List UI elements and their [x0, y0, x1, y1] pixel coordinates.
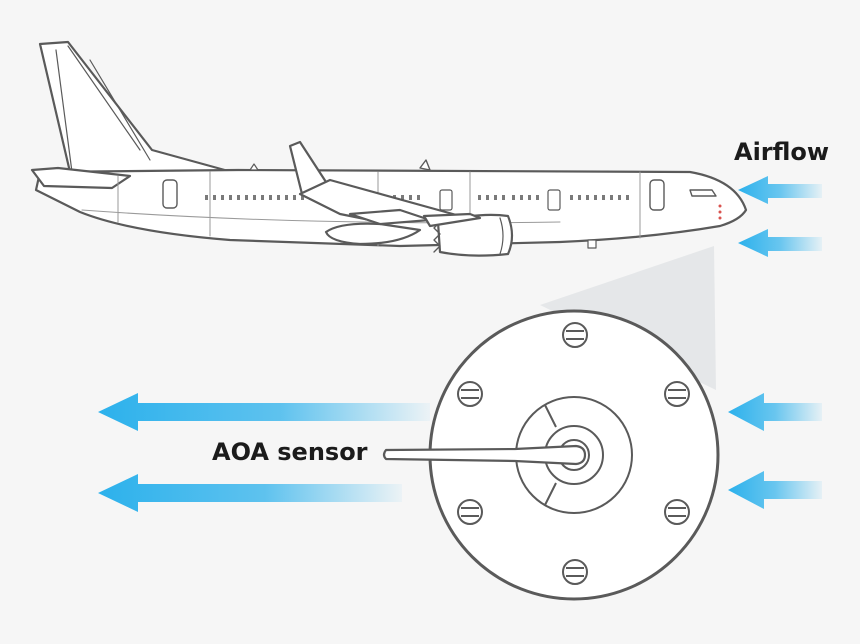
- tail-detail: [55, 45, 151, 173]
- sensor-vane-icon: [382, 444, 587, 466]
- screw-icon: [664, 381, 690, 407]
- screw-icon: [457, 499, 483, 525]
- dorsal-antenna-2: [249, 163, 259, 171]
- airplane-illustration: [30, 40, 748, 257]
- screw-icon: [664, 499, 690, 525]
- dorsal-antenna: [419, 159, 431, 171]
- engine-fan-line: [499, 217, 504, 255]
- cargo-door-rear: [439, 189, 453, 211]
- horizontal-stabilizer: [30, 166, 132, 190]
- airflow-arrow-icon: [738, 176, 822, 204]
- airflow-arrow-icon: [738, 229, 822, 257]
- aoa-sensor-plate: [382, 309, 720, 601]
- vertical-stabilizer: [38, 40, 234, 174]
- engine-pylon: [422, 212, 482, 228]
- gear-door: [587, 239, 597, 249]
- flap-fairing-1: [324, 222, 422, 246]
- rear-door: [162, 179, 178, 209]
- airflow-label: Airflow: [734, 138, 829, 166]
- airflow-arrow-icon: [728, 393, 822, 431]
- screw-icon: [562, 322, 588, 348]
- screw-icon: [457, 381, 483, 407]
- airflow-arrow-icon: [98, 393, 430, 431]
- front-door: [649, 179, 665, 211]
- aoa-sensor-label: AOA sensor: [212, 438, 368, 466]
- airflow-arrow-icon: [728, 471, 822, 509]
- cargo-door-front: [547, 189, 561, 211]
- nose-sensor-marks: [718, 204, 722, 220]
- cockpit-windows: [689, 189, 717, 197]
- engine-chevrons: [433, 221, 441, 253]
- screw-icon: [562, 559, 588, 585]
- airflow-arrow-icon: [98, 474, 402, 512]
